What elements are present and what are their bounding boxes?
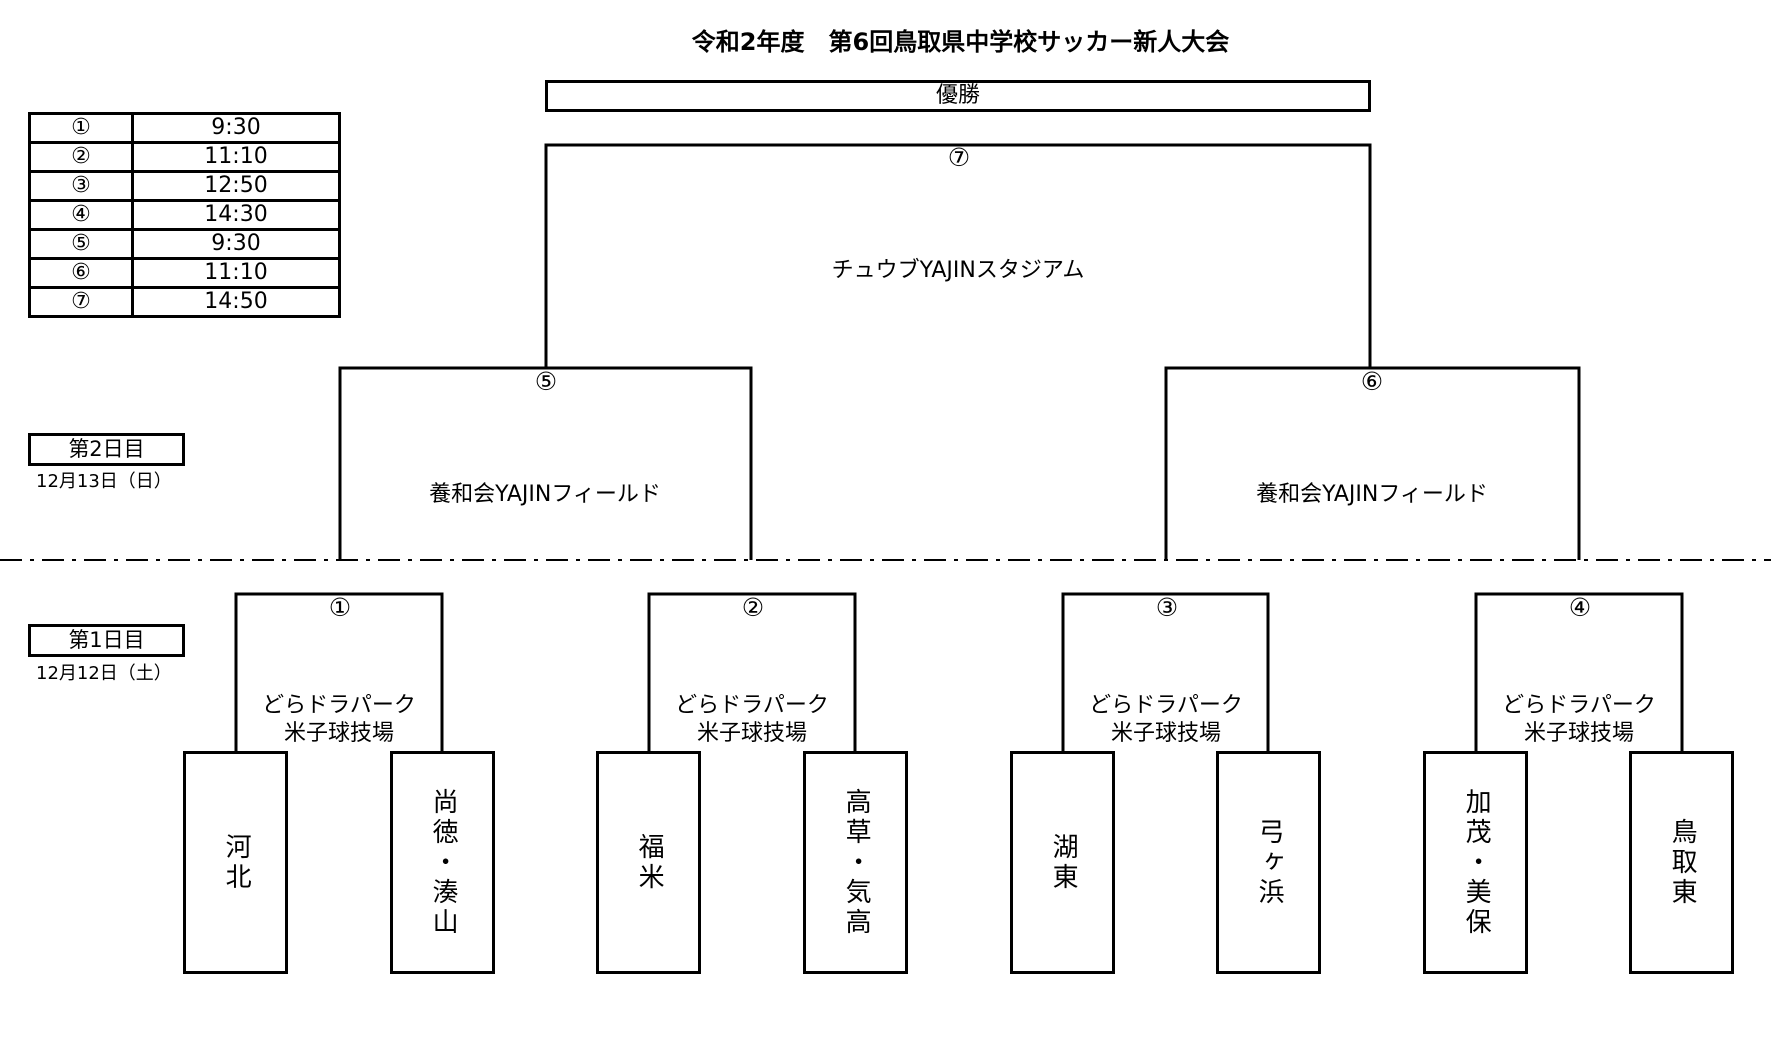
- day1-date: 12月12日（土）: [36, 663, 172, 684]
- round1-bracket-line-1: [234, 592, 444, 752]
- day1-label: 第1日目: [28, 624, 185, 657]
- final-match-marker: ⑦: [947, 143, 971, 172]
- team-name-1: 河北: [221, 832, 252, 893]
- round1-venue-1-line1: どらドラパーク: [262, 693, 416, 718]
- team-box-8: 鳥取東: [1629, 751, 1734, 974]
- schedule-match-number: ②: [28, 141, 134, 173]
- team-box-6: 弓ヶ浜: [1216, 751, 1321, 974]
- schedule-match-number: ①: [28, 112, 134, 144]
- round1-marker-1: ①: [328, 593, 352, 622]
- champion-box: 優勝: [545, 80, 1371, 112]
- round1-venue-3-line2: 米子球技場: [1110, 721, 1221, 746]
- semifinal-right-venue: 養和会YAJINフィールド: [1256, 482, 1488, 507]
- round1-venue-4: どらドラパーク 米子球技場: [1479, 692, 1679, 748]
- schedule-match-time: 12:50: [131, 170, 341, 202]
- semifinal-right-marker: ⑥: [1360, 367, 1384, 396]
- team-name-8: 鳥取東: [1667, 817, 1698, 908]
- round1-venue-1: どらドラパーク 米子球技場: [239, 692, 439, 748]
- team-box-5: 湖東: [1010, 751, 1115, 974]
- semifinal-left-venue: 養和会YAJINフィールド: [429, 482, 661, 507]
- round1-marker-2: ②: [741, 593, 765, 622]
- semifinal-right-bracket-line: [1164, 366, 1581, 560]
- round1-venue-3: どらドラパーク 米子球技場: [1066, 692, 1266, 748]
- round1-venue-2-line1: どらドラパーク: [675, 693, 829, 718]
- schedule-match-number: ⑤: [28, 228, 134, 260]
- schedule-match-number: ⑦: [28, 286, 134, 318]
- semifinal-left-marker: ⑤: [534, 367, 558, 396]
- round1-marker-4: ④: [1568, 593, 1592, 622]
- team-name-3: 福米: [634, 832, 665, 893]
- round1-venue-1-line2: 米子球技場: [283, 721, 394, 746]
- round1-venue-3-line1: どらドラパーク: [1089, 693, 1243, 718]
- team-name-5: 湖東: [1048, 832, 1079, 893]
- day2-date: 12月13日（日）: [36, 471, 172, 492]
- schedule-match-number: ④: [28, 199, 134, 231]
- team-box-4: 高草・気高: [803, 751, 908, 974]
- schedule-match-number: ⑥: [28, 257, 134, 289]
- final-venue: チュウブYAJINスタジアム: [831, 258, 1085, 283]
- round1-venue-2: どらドラパーク 米子球技場: [652, 692, 852, 748]
- schedule-match-time: 14:50: [131, 286, 341, 318]
- schedule-match-time: 11:10: [131, 257, 341, 289]
- day2-label: 第2日目: [28, 433, 185, 466]
- team-name-4: 高草・気高: [841, 787, 872, 938]
- round1-venue-4-line2: 米子球技場: [1523, 721, 1634, 746]
- round1-bracket-line-4: [1474, 592, 1684, 752]
- team-box-2: 尚徳・湊山: [390, 751, 495, 974]
- team-name-7: 加茂・美保: [1461, 787, 1492, 938]
- semifinal-left-bracket-line: [338, 366, 753, 560]
- round1-marker-3: ③: [1155, 593, 1179, 622]
- schedule-match-time: 14:30: [131, 199, 341, 231]
- team-box-1: 河北: [183, 751, 288, 974]
- page-title: 令和2年度 第6回鳥取県中学校サッカー新人大会: [691, 28, 1230, 56]
- round1-venue-2-line2: 米子球技場: [696, 721, 807, 746]
- team-box-3: 福米: [596, 751, 701, 974]
- team-box-7: 加茂・美保: [1423, 751, 1528, 974]
- schedule-match-time: 11:10: [131, 141, 341, 173]
- team-name-6: 弓ヶ浜: [1254, 817, 1285, 908]
- round1-venue-4-line1: どらドラパーク: [1502, 693, 1656, 718]
- schedule-match-number: ③: [28, 170, 134, 202]
- team-name-2: 尚徳・湊山: [428, 787, 459, 938]
- schedule-match-time: 9:30: [131, 228, 341, 260]
- round1-bracket-line-2: [647, 592, 857, 752]
- schedule-match-time: 9:30: [131, 112, 341, 144]
- final-bracket-line: [544, 143, 1372, 368]
- round1-bracket-line-3: [1061, 592, 1270, 752]
